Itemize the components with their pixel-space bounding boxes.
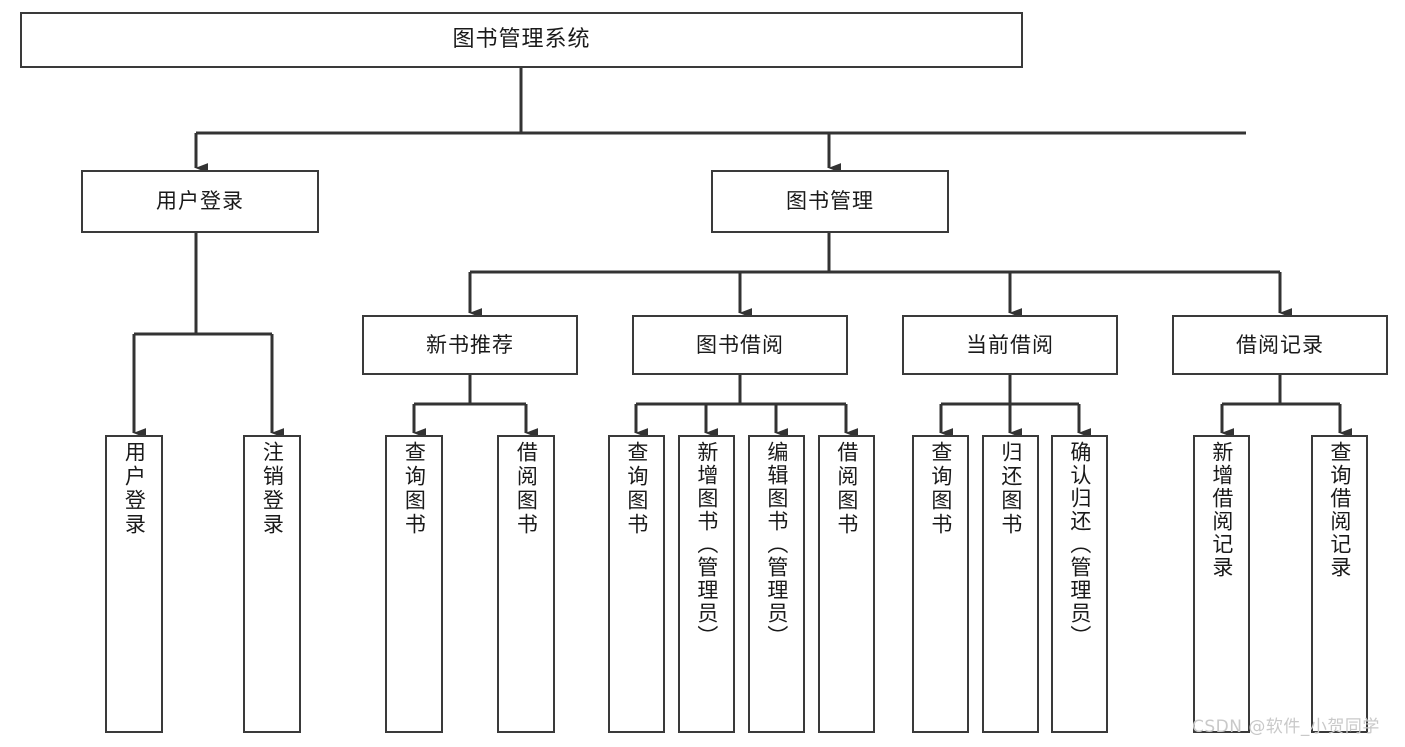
watermark-text: CSDN @软件_小贺同学 (1192, 717, 1380, 737)
node-leaf-borrow-book-2-label: 借阅图书 (834, 441, 859, 537)
node-leaf-confirm-return-label: 确认归还（管理员） (1067, 441, 1092, 648)
node-borrow-record[interactable]: 借阅记录 (1172, 315, 1388, 375)
node-leaf-query-book-3-label: 查询图书 (928, 441, 953, 537)
node-root-label: 图书管理系统 (452, 27, 591, 52)
node-leaf-query-book-1[interactable]: 查询图书 (385, 435, 443, 733)
node-leaf-query-book-3[interactable]: 查询图书 (912, 435, 969, 733)
node-book-borrow[interactable]: 图书借阅 (632, 315, 848, 375)
node-user-login-label: 用户登录 (156, 189, 244, 213)
node-leaf-borrow-book-1-label: 借阅图书 (514, 441, 539, 537)
node-new-book-rec-label: 新书推荐 (426, 332, 514, 357)
node-leaf-query-record[interactable]: 查询借阅记录 (1311, 435, 1368, 733)
node-leaf-query-book-2[interactable]: 查询图书 (608, 435, 665, 733)
node-leaf-add-book-label: 新增图书（管理员） (694, 441, 719, 648)
node-leaf-user-logout-label: 注销登录 (260, 441, 285, 537)
node-leaf-query-book-2-label: 查询图书 (624, 441, 649, 537)
node-current-borrow[interactable]: 当前借阅 (902, 315, 1118, 375)
node-book-manage-label: 图书管理 (786, 189, 874, 213)
node-root[interactable]: 图书管理系统 (20, 12, 1023, 68)
node-book-manage[interactable]: 图书管理 (711, 170, 949, 233)
node-leaf-borrow-book-1[interactable]: 借阅图书 (497, 435, 555, 733)
node-leaf-edit-book-label: 编辑图书（管理员） (764, 441, 789, 648)
node-current-borrow-label: 当前借阅 (966, 332, 1054, 357)
node-leaf-edit-book[interactable]: 编辑图书（管理员） (748, 435, 805, 733)
node-new-book-rec[interactable]: 新书推荐 (362, 315, 578, 375)
node-leaf-user-login-label: 用户登录 (122, 441, 147, 537)
node-leaf-borrow-book-2[interactable]: 借阅图书 (818, 435, 875, 733)
node-leaf-add-book[interactable]: 新增图书（管理员） (678, 435, 735, 733)
node-book-borrow-label: 图书借阅 (696, 332, 784, 357)
node-leaf-add-record[interactable]: 新增借阅记录 (1193, 435, 1250, 733)
node-user-login[interactable]: 用户登录 (81, 170, 319, 233)
node-leaf-user-logout[interactable]: 注销登录 (243, 435, 301, 733)
node-leaf-return-book-label: 归还图书 (998, 441, 1023, 537)
node-leaf-query-book-1-label: 查询图书 (402, 441, 427, 537)
node-leaf-user-login[interactable]: 用户登录 (105, 435, 163, 733)
node-leaf-add-record-label: 新增借阅记录 (1209, 441, 1234, 579)
node-leaf-query-record-label: 查询借阅记录 (1327, 441, 1352, 579)
node-leaf-confirm-return[interactable]: 确认归还（管理员） (1051, 435, 1108, 733)
node-borrow-record-label: 借阅记录 (1236, 332, 1324, 357)
node-leaf-return-book[interactable]: 归还图书 (982, 435, 1039, 733)
